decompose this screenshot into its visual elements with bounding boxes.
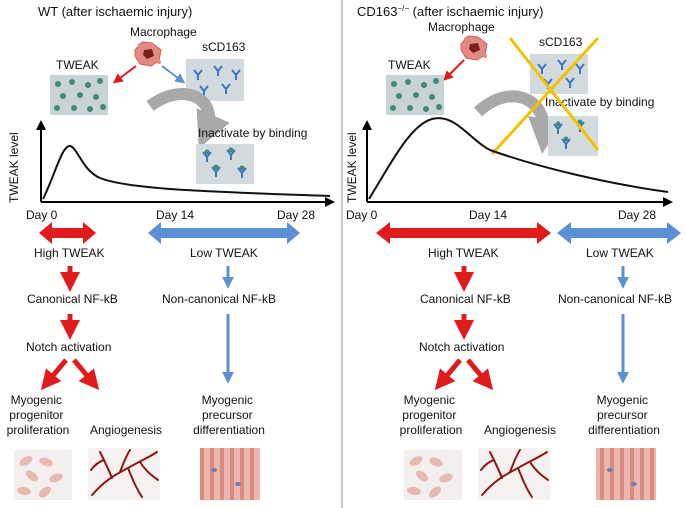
low-tweak-range-arrow (557, 222, 681, 244)
scd163-label: sCD163 (539, 35, 583, 49)
tweak-label: TWEAK (56, 58, 99, 72)
arrow-notch-to-angio (466, 358, 494, 391)
tweak-particles-image (50, 75, 108, 115)
myogenic-prolif-label: Myogenic progenitor proliferation (7, 393, 70, 437)
muscle-fibres-image (200, 448, 260, 500)
panel-title-wt: WT (after ischaemic injury) (38, 4, 192, 19)
myogenic-diff-label: Myogenic precursor differentiation (588, 393, 660, 437)
high-tweak-label: High TWEAK (34, 246, 104, 260)
arrow-to-tweak (443, 59, 465, 81)
notch-activation-label: Notch activation (419, 340, 504, 354)
macrophage-icon (134, 41, 162, 67)
cross-out-mark (490, 36, 600, 156)
noncanonical-nfkb-label: Non-canonical NF-kB (558, 292, 672, 306)
scd163-label: sCD163 (202, 40, 246, 54)
low-tweak-range-arrow (148, 222, 300, 244)
progenitor-cells-image (14, 450, 72, 500)
tweak-particles-image (386, 75, 444, 115)
canonical-nfkb-label: Canonical NF-kB (420, 292, 511, 306)
angiogenesis-label: Angiogenesis (90, 423, 162, 437)
blood-vessels-image (478, 448, 550, 500)
tick-day28: Day 28 (277, 208, 315, 222)
arrow-notch-to-prolif (434, 358, 462, 391)
y-axis-label: TWEAK level (345, 132, 359, 203)
high-tweak-range-arrow (39, 222, 96, 244)
tweak-curve (368, 117, 669, 200)
panel-cd163-ko: CD163−/− (after ischaemic injury) Macrop… (345, 4, 681, 500)
bound-complex-image (548, 116, 598, 156)
tick-day28: Day 28 (618, 208, 656, 222)
arrow-to-scd163 (161, 65, 186, 84)
y-axis-label: TWEAK level (7, 132, 21, 203)
tweak-label: TWEAK (388, 58, 431, 72)
inactivate-label: Inactivate by binding (545, 95, 654, 109)
bound-complex-image (196, 144, 254, 184)
macrophage-icon (460, 35, 488, 61)
panel-wt: WT (after ischaemic injury) Macrophage T… (7, 4, 335, 500)
tick-day14: Day 14 (469, 208, 507, 222)
tick-day0: Day 0 (346, 208, 378, 222)
progenitor-cells-image (404, 450, 462, 500)
muscle-fibres-image (596, 448, 656, 500)
arrow-notch-to-angio (72, 358, 100, 391)
binding-arrow (146, 88, 230, 149)
panel-title-cd163-ko: CD163−/− (after ischaemic injury) (357, 4, 543, 19)
binding-arrow (473, 90, 564, 154)
blood-vessels-image (88, 448, 160, 500)
inactivate-label: Inactivate by binding (198, 126, 307, 140)
tick-day0: Day 0 (26, 208, 58, 222)
myogenic-prolif-label: Myogenic progenitor proliferation (400, 393, 463, 437)
low-tweak-label: Low TWEAK (190, 246, 258, 260)
high-tweak-label: High TWEAK (428, 246, 498, 260)
canonical-nfkb-label: Canonical NF-kB (27, 292, 118, 306)
cross-out-mark (508, 37, 600, 151)
arrow-notch-to-prolif (40, 358, 68, 391)
scd163-molecules-image (186, 59, 244, 101)
myogenic-diff-label: Myogenic precursor differentiation (193, 393, 265, 437)
arrow-to-tweak (112, 65, 137, 84)
tweak-curve (42, 145, 331, 200)
high-tweak-range-arrow (376, 222, 551, 244)
noncanonical-nfkb-label: Non-canonical NF-kB (162, 292, 276, 306)
low-tweak-label: Low TWEAK (586, 246, 654, 260)
macrophage-label: Macrophage (130, 25, 197, 39)
macrophage-label: Macrophage (428, 20, 495, 34)
notch-activation-label: Notch activation (26, 340, 111, 354)
tick-day14: Day 14 (156, 208, 194, 222)
angiogenesis-label: Angiogenesis (484, 423, 556, 437)
